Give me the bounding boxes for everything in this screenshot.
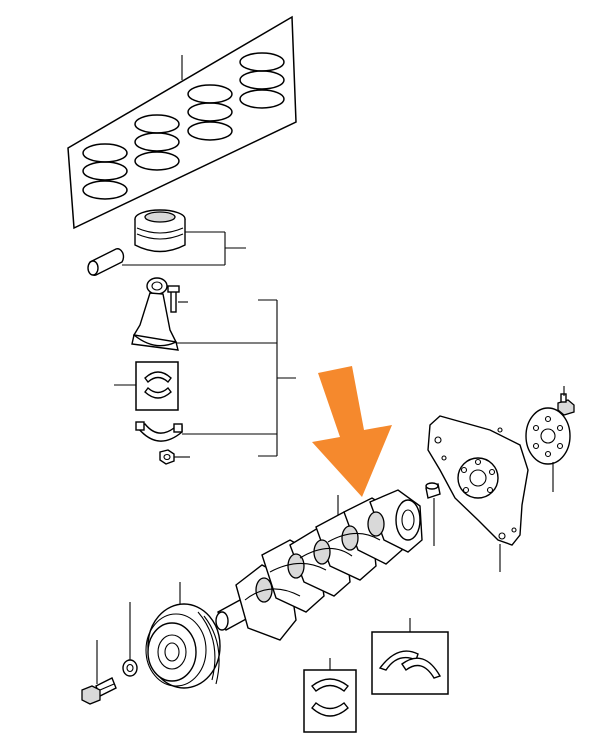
flywheel-bolt-icon [557,386,575,416]
rod-cap-icon [135,421,277,442]
washer-icon [122,602,138,677]
rod-bearing-icon [114,361,179,411]
reinforcement-plate-icon [525,407,571,492]
rod-nut-icon [159,449,190,465]
piston-pin-icon [87,248,225,276]
main-bearing-icon [303,658,357,733]
pulley-bolt-icon [81,640,117,705]
rod-group-bracket [258,299,296,457]
piston-icon [134,209,246,265]
crankshaft-icon [215,489,423,641]
highlight-arrow-icon [312,366,392,497]
thrust-washer-icon [371,618,449,695]
flexplate-icon [427,415,529,572]
piston-ring-set-icon [67,15,297,230]
arrow-shape [312,366,392,497]
crankshaft-pulley-icon [145,582,221,689]
connecting-rod-icon [131,277,277,351]
dowel-pin-icon [425,482,441,546]
